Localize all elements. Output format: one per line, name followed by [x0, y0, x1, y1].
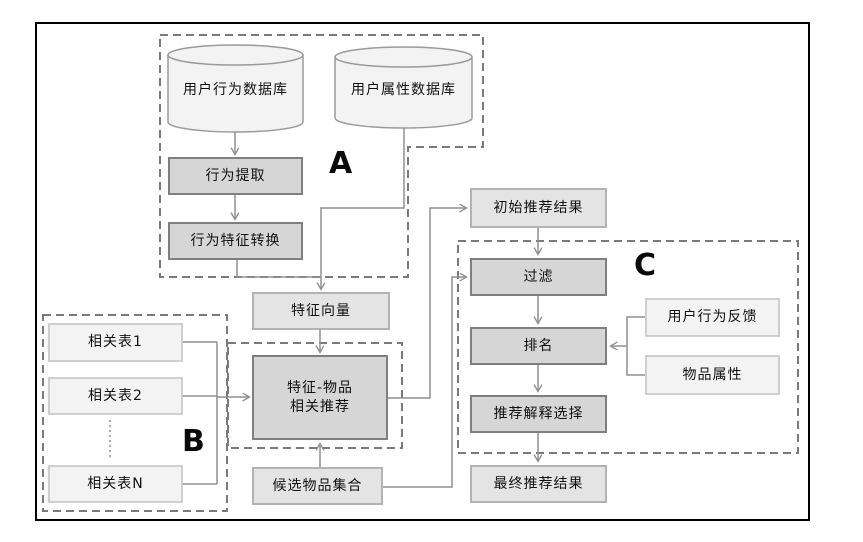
node-related-table-1: 相关表1: [48, 323, 183, 362]
node-filter-label: 过滤: [523, 268, 554, 285]
node-behavior-feature-conversion-label: 行为特征转换: [190, 232, 281, 249]
node-user-behavior-feedback-label: 用户行为反馈: [667, 309, 758, 326]
node-feature-item-line1: 特征-物品: [286, 379, 354, 396]
node-related-table-2-label: 相关表2: [88, 387, 143, 404]
node-user-behavior-db-label: 用户行为数据库: [183, 82, 288, 98]
node-candidate-item-set: 候选物品集合: [252, 467, 383, 505]
node-user-attribute-db-label: 用户属性数据库: [351, 82, 456, 98]
node-explanation-selection-label: 推荐解释选择: [493, 405, 584, 422]
node-feature-item-recommendation: 特征-物品 相关推荐: [252, 355, 388, 440]
node-user-behavior-feedback: 用户行为反馈: [645, 298, 780, 337]
node-related-table-n-label: 相关表N: [87, 475, 144, 492]
node-filter: 过滤: [470, 258, 607, 296]
region-a-label: A: [329, 146, 353, 181]
user-behavior-db-cylinder-icon: [167, 44, 304, 133]
region-c-label: C: [634, 248, 657, 283]
edge-candidates-to-filter: [383, 277, 466, 488]
node-explanation-selection: 推荐解释选择: [470, 395, 607, 433]
node-final-results-label: 最终推荐结果: [493, 475, 584, 492]
node-initial-results: 初始推荐结果: [470, 188, 607, 228]
diagram-frame: 用户行为数据库 用户属性数据库 A B C 行为提取 行为特征转换 特征-物品 …: [35, 22, 810, 521]
region-mid-outline: [227, 342, 403, 449]
region-c-outline: [457, 240, 799, 454]
node-feature-vector: 特征向量: [252, 292, 390, 330]
node-initial-results-label: 初始推荐结果: [493, 199, 584, 216]
node-ranking-label: 排名: [523, 337, 554, 354]
node-related-table-n: 相关表N: [48, 465, 183, 503]
node-related-table-2: 相关表2: [48, 377, 183, 415]
node-ranking: 排名: [470, 327, 607, 365]
node-behavior-feature-conversion: 行为特征转换: [168, 222, 303, 260]
node-feature-item-line2: 相关推荐: [290, 398, 350, 415]
user-attribute-db-cylinder-icon: [334, 46, 473, 129]
connectors: [183, 128, 645, 488]
edge-conversion-join: [236, 260, 321, 278]
node-final-results: 最终推荐结果: [470, 465, 607, 503]
edge-featureitem-to-initial: [388, 208, 466, 399]
node-behavior-extraction-label: 行为提取: [205, 167, 266, 184]
node-user-attribute-db: 用户属性数据库: [335, 72, 472, 106]
node-behavior-extraction: 行为提取: [168, 157, 303, 195]
node-user-behavior-db: 用户行为数据库: [168, 72, 303, 106]
region-a-outline: [159, 34, 484, 278]
edge-feedback-attr-bracket: [626, 316, 645, 376]
diagram-lines-layer: [42, 34, 799, 512]
node-candidate-item-set-label: 候选物品集合: [272, 477, 363, 494]
region-b-label: B: [182, 424, 205, 459]
region-b-outline: [42, 314, 228, 512]
node-item-attributes-label: 物品属性: [682, 366, 743, 383]
node-item-attributes: 物品属性: [645, 355, 780, 395]
node-related-table-1-label: 相关表1: [88, 334, 143, 351]
edge-attributedb-to-featurevector: [321, 128, 405, 289]
node-feature-vector-label: 特征向量: [291, 302, 351, 319]
